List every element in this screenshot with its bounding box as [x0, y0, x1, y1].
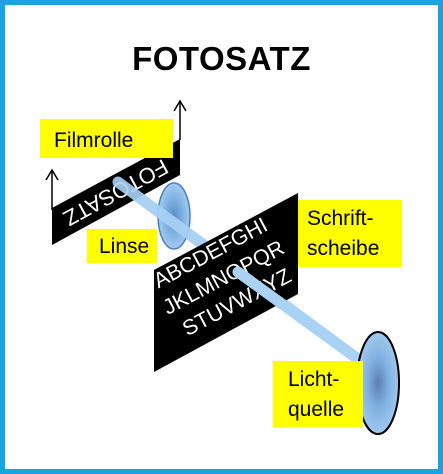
label-schriftscheibe: Schrift- scheibe: [298, 200, 402, 267]
light-source-shape: [356, 331, 400, 435]
film-strip-text: FOTOSATZ: [59, 154, 172, 231]
film-arrow-left: [45, 168, 59, 210]
label-filmrolle: Filmrolle: [40, 119, 173, 158]
label-lichtquelle: Licht- quelle: [273, 361, 363, 427]
film-arrow-right: [173, 99, 187, 140]
label-lichtquelle-line1: Licht-: [288, 368, 340, 391]
label-schriftscheibe-line2: scheibe: [307, 237, 380, 260]
label-linse: Linse: [87, 229, 157, 263]
character-disc: [154, 193, 298, 372]
label-schriftscheibe-line1: Schrift-: [307, 207, 374, 230]
film-strip: [52, 139, 180, 245]
diagram-title: FOTOSATZ: [132, 40, 311, 77]
label-lichtquelle-line2: quelle: [288, 398, 345, 421]
